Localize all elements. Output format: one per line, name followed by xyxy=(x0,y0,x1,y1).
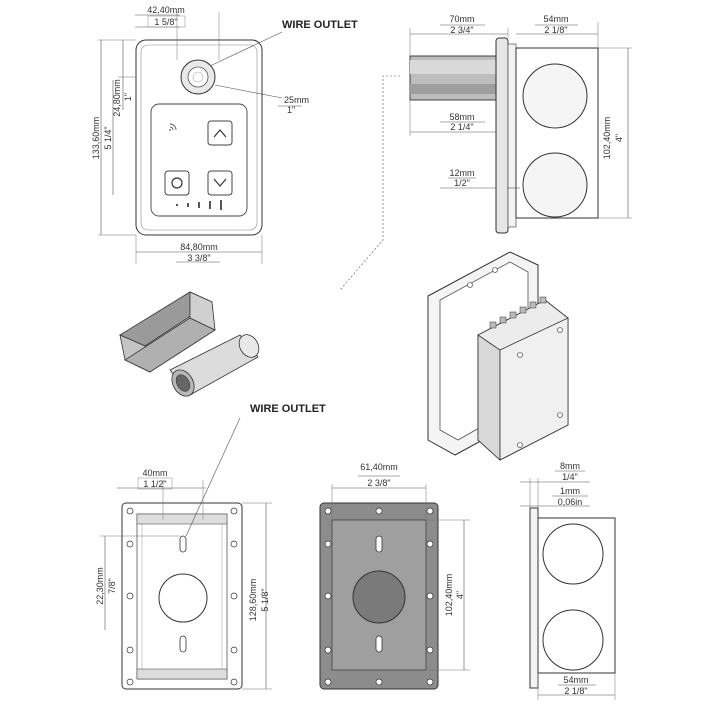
dim-outlet-width-in: 1 5/8" xyxy=(154,17,177,27)
dim-diameter-in: 1" xyxy=(287,105,295,115)
knockout-top xyxy=(522,63,588,129)
dim-box-front-height-in: 4" xyxy=(455,591,465,599)
dim-side-depth-mm: 54mm xyxy=(563,675,588,685)
wire-outlet-label-top: WIRE OUTLET xyxy=(282,19,358,31)
dim-outlet-width-mm: 42,40mm xyxy=(147,5,185,15)
frame-view: WIRE OUTLET 40mm 1 1/2" 22,30mm 7/8" 128… xyxy=(95,403,326,690)
dim-box-height-in: 4" xyxy=(614,134,624,142)
dim-pipe-inner-mm: 58mm xyxy=(449,112,474,122)
dim-slot-height-mm: 22,30mm xyxy=(95,567,105,605)
dim-width-in: 3 3/8" xyxy=(187,253,210,263)
dim-box-depth-mm: 54mm xyxy=(543,14,568,24)
box-side-view: 8mm 1/4" 1mm 0,06in 54mm 2 1/8" xyxy=(520,461,616,700)
dim-pipe-length-in: 2 3/4" xyxy=(450,25,473,35)
box-front-view: 61,40mm 2 3/8" 102,40mm 4" xyxy=(319,462,470,690)
level-indicator xyxy=(176,200,222,210)
dim-height-in: 5 1/4" xyxy=(103,126,113,149)
box-side-flange xyxy=(529,507,539,689)
dim-box-front-width-mm: 61,40mm xyxy=(360,462,398,472)
frame-knockout xyxy=(158,573,208,623)
panel-inner-outline xyxy=(140,44,258,231)
dim-side-flange-in: 1/4" xyxy=(562,472,578,482)
dim-box-depth-in: 2 1/8" xyxy=(544,25,567,35)
power-icon xyxy=(171,177,183,189)
dim-flange-in: 1/2" xyxy=(454,178,470,188)
wire-outlet-inner xyxy=(187,66,209,88)
slot-top xyxy=(179,535,187,553)
bracket-isometric xyxy=(119,291,260,397)
flange-plate xyxy=(495,37,509,234)
dim-outlet-height-in: 1" xyxy=(123,93,133,101)
chevron-down-icon xyxy=(213,178,227,187)
box-side-knockout-bottom xyxy=(542,609,604,671)
dim-box-front-height-mm: 102,40mm xyxy=(444,574,454,617)
dim-side-sheet-in: 0,06in xyxy=(558,497,583,507)
dim-diameter-mm: 25mm xyxy=(284,95,309,105)
box-side-knockout-top xyxy=(542,523,604,585)
terminal-block xyxy=(489,296,547,329)
down-button[interactable] xyxy=(207,170,233,196)
callout-leader xyxy=(339,75,400,291)
dim-outlet-height-mm: 24,80mm xyxy=(112,79,122,117)
dim-slot-height-in: 7/8" xyxy=(107,578,117,594)
dim-width-mm: 84,80mm xyxy=(180,242,218,252)
dim-flange-mm: 12mm xyxy=(449,168,474,178)
front-view: 42,40mm 1 5/8" WIRE OUTLET 25mm 1" 24,80… xyxy=(91,5,358,264)
dim-side-sheet-mm: 1mm xyxy=(560,486,580,496)
dim-pipe-length-mm: 70mm xyxy=(449,14,474,24)
power-button[interactable] xyxy=(164,170,190,196)
dim-side-depth-in: 2 1/8" xyxy=(564,686,587,696)
up-button[interactable] xyxy=(207,120,233,146)
junction-box-isometric xyxy=(427,251,569,461)
dim-slot-width-in: 1 1/2" xyxy=(143,479,166,489)
dim-box-height-mm: 102,40mm xyxy=(602,117,612,160)
chevron-up-icon xyxy=(213,129,227,138)
dim-height-mm: 133,60mm xyxy=(91,117,101,160)
slot-bottom xyxy=(179,635,187,653)
box-knockout xyxy=(352,570,406,624)
dim-frame-height-mm: 128,60mm xyxy=(248,579,258,622)
wifi-icon xyxy=(169,123,177,131)
knockout-bottom xyxy=(522,152,588,218)
wire-outlet-label-bottom: WIRE OUTLET xyxy=(250,403,326,415)
dim-box-front-width-in: 2 3/8" xyxy=(367,478,390,488)
side-view: 70mm 2 3/4" 54mm 2 1/8" 58mm 2 1/4" 12mm… xyxy=(409,14,632,234)
keypad-panel xyxy=(150,103,248,217)
dim-side-flange-mm: 8mm xyxy=(560,461,580,471)
dim-slot-width-mm: 40mm xyxy=(142,468,167,478)
dim-pipe-inner-in: 2 1/4" xyxy=(450,122,473,132)
dim-frame-height-in: 5 1/8" xyxy=(260,588,270,611)
